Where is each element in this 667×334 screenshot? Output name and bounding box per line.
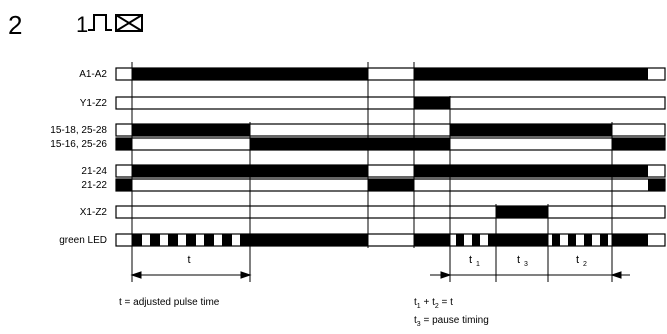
signal-label-green-led: green LED: [59, 235, 107, 246]
led-on-1: [250, 234, 368, 246]
svg-text:t: t: [469, 254, 472, 266]
led-blink-4: [186, 234, 196, 246]
note-pause-timing: t3 = pause timing: [414, 315, 489, 328]
row-outline-green-led: [115, 233, 666, 247]
svg-text:t1 + t2 = t: t1 + t2 = t: [414, 297, 453, 310]
led-blink-2: [150, 234, 160, 246]
15-16-on-1: [116, 138, 132, 150]
row-outline-21-24: [115, 164, 666, 178]
15-16-on-3: [612, 138, 665, 150]
signal-label-21-22: 21-22: [81, 180, 107, 191]
svg-text:3: 3: [524, 261, 528, 268]
15-18-on-2: [450, 124, 612, 136]
led-blink-14: [600, 234, 608, 246]
21-22-on-1: [116, 179, 132, 191]
led-on-3: [496, 234, 548, 246]
signal-label-y1-z2: Y1-Z2: [80, 98, 108, 109]
x1-z2-on: [496, 206, 548, 218]
pulse-icon: [88, 14, 112, 31]
function-number: 2: [8, 10, 22, 40]
transition-lines: [131, 62, 613, 282]
dimension-arrows: [130, 271, 630, 279]
relay-box-icon: [115, 14, 143, 32]
note-sum: t1 + t2 = t: [414, 297, 453, 310]
y1-z2-on: [414, 97, 450, 109]
15-18-on-1: [132, 124, 250, 136]
a1-a2-on-2: [414, 68, 648, 80]
21-24-on-2: [414, 165, 648, 177]
svg-text:t3 = pause timing: t3 = pause timing: [414, 315, 489, 328]
row-outline-15-18: [115, 123, 666, 137]
led-blink-5: [204, 234, 214, 246]
note-pulse-time: t = adjusted pulse time: [119, 297, 220, 308]
row-outline-a1-a2: [115, 67, 666, 81]
dimension-t3-label: t 3: [517, 254, 528, 268]
led-on-4: [612, 234, 648, 246]
led-blink-3: [168, 234, 178, 246]
svg-text:t: t: [517, 254, 520, 266]
15-16-on-2: [250, 138, 450, 150]
svg-text:t: t: [576, 254, 579, 266]
row-outline-x1-z2: [115, 205, 666, 219]
led-blink-10: [488, 234, 496, 246]
led-blink-13: [584, 234, 592, 246]
signal-active-segments: [116, 68, 665, 246]
signal-label-15-18: 15-18, 25-28: [50, 125, 107, 136]
led-blink-7: [240, 234, 250, 246]
svg-text:2: 2: [583, 261, 587, 268]
signal-label-21-24: 21-24: [81, 166, 107, 177]
led-on-2: [414, 234, 450, 246]
led-blink-8: [456, 234, 464, 246]
led-blink-11: [552, 234, 560, 246]
21-22-on-2: [368, 179, 414, 191]
led-blink-12: [568, 234, 576, 246]
led-blink-6: [222, 234, 232, 246]
signal-row-outlines: [115, 67, 666, 247]
signal-label-15-16: 15-16, 25-26: [50, 139, 107, 150]
function-prefix: 1: [76, 12, 88, 37]
svg-text:1: 1: [476, 261, 480, 268]
signal-label-x1-z2: X1-Z2: [80, 207, 108, 218]
row-outline-y1-z2: [115, 96, 666, 110]
a1-a2-on-1: [132, 68, 368, 80]
led-blink-9: [472, 234, 480, 246]
dimension-t-label: t: [187, 254, 190, 266]
dimension-t1-label: t 1: [469, 254, 480, 268]
led-blink-1: [132, 234, 142, 246]
21-22-on-3: [648, 179, 665, 191]
signal-label-a1-a2: A1-A2: [79, 69, 107, 80]
dimension-t2-label: t 2: [576, 254, 587, 268]
svg-text:t: t: [187, 254, 190, 266]
